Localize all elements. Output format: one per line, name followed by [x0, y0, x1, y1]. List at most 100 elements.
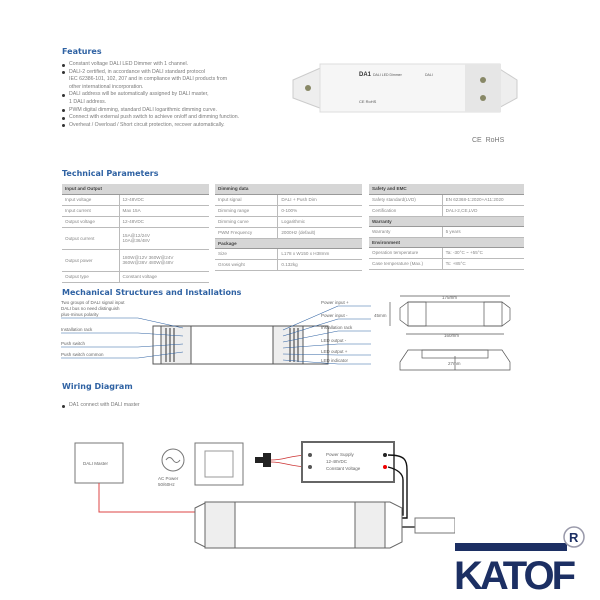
mech-label: Power input + [321, 300, 349, 305]
section-header: Environment [369, 237, 524, 248]
param-name: Input voltage [62, 194, 120, 206]
section-header: Input and Output [62, 184, 209, 195]
section-header: Warranty [369, 216, 524, 227]
param-name: Operation temperature [369, 247, 443, 259]
mech-label: DALI bus no need distinguish [61, 306, 120, 311]
feature-item: Connect with external push switch to ach… [62, 114, 239, 122]
psu-label: Power Supply [326, 452, 355, 457]
param-value: DALI + Push Dim [277, 194, 362, 206]
certification-marks: CE RoHS [472, 137, 505, 144]
wiring-heading: Wiring Diagram [62, 382, 133, 391]
param-value: 15A@12/24V 10A@36/48V [119, 227, 209, 250]
mech-label: Power input - [321, 313, 348, 318]
product-image: DA1 DALI LED Dimmer DALI CE RoHS [292, 63, 518, 113]
features-heading: Features [62, 47, 102, 56]
section-header: Dimming data [215, 184, 362, 195]
param-value: Tc: +85°C [442, 258, 524, 270]
param-name: Size [215, 248, 279, 260]
mech-label: Installation rack [321, 325, 353, 330]
katof-logo: KATOF R [454, 526, 585, 597]
dimension-drawing: 175mm 45mm 160mm 27mm [374, 295, 511, 371]
param-value: L178 x W150 x H38mm [277, 248, 362, 260]
mech-label: Installation rack [61, 327, 93, 332]
param-value: 0.132kg [277, 259, 362, 271]
wiring-diagram: DALI Master AC Power 50/60Hz Power Suppl… [74, 441, 455, 549]
product-brand: DALI [425, 73, 433, 77]
feature-item: IEC 62386-101, 102, 207 and in complianc… [69, 76, 228, 83]
param-name: Dimming range [215, 205, 279, 217]
param-name: Dimming curve [215, 216, 279, 228]
param-value: DALI-2,CE,LVD [442, 205, 524, 217]
section-header: Safety and EMC [369, 184, 524, 195]
dim-height: 27mm [448, 361, 461, 366]
mech-label: Push switch [61, 341, 86, 346]
param-value: 12-48VDC [119, 194, 209, 206]
features-list: Constant voltage DALI LED Dimmer with 1 … [62, 61, 239, 129]
feature-item: DALI-2 certified, in accordance with DAL… [62, 69, 239, 77]
dim-length: 175mm [442, 295, 457, 300]
psu-voltage: 12-48VDC [326, 459, 348, 464]
wiring-bullet: DA1 connect with DALI master [62, 402, 140, 410]
param-name: Gross weight [215, 259, 279, 271]
param-name: Output type [62, 271, 120, 283]
mech-label: LED output - [321, 338, 347, 343]
product-name: DALI LED Dimmer [373, 73, 403, 77]
logo-bar [455, 543, 567, 551]
param-value: 12-48VDC [119, 216, 209, 228]
feature-item: PWM digital dimming, standard DALI logar… [62, 107, 239, 115]
param-name: Input signal [215, 194, 279, 206]
mech-heading: Mechanical Structures and Installations [62, 288, 242, 297]
param-value: EN 62368-1:2020+A11:2020 [442, 194, 524, 206]
mech-label: Push switch common [61, 352, 104, 357]
param-value: 5 years [442, 226, 524, 238]
table-row: Safety standard(LVD)EN 62368-1:2020+A11:… [369, 194, 524, 206]
param-value: Constant voltage [119, 271, 209, 283]
feature-item: Constant voltage DALI LED Dimmer with 1 … [62, 61, 239, 69]
param-name: Output voltage [62, 216, 120, 228]
param-name: Output current [62, 227, 120, 250]
registered-mark: R [569, 530, 579, 545]
feature-item: other international incorporation. [69, 83, 144, 90]
param-name: Warranty [369, 226, 443, 238]
psu-type: Constant Voltage [326, 466, 361, 471]
mech-label: plus-minus polarity [61, 312, 99, 317]
mech-label: LED output + [321, 349, 348, 354]
param-name: Case temperature (Max.) [369, 258, 443, 270]
feature-item: 1 DALI address. [69, 98, 107, 105]
tech-heading: Technical Parameters [62, 169, 159, 178]
section-header: Package [215, 238, 362, 249]
ac-frequency-label: 50/60Hz [158, 482, 176, 487]
wiring-note: DA1 connect with DALI master [62, 402, 140, 410]
param-value: 180W@12V 360W@24V 360W@36V 480W@48V [119, 249, 209, 272]
product-cert: CE RoHS [359, 99, 377, 104]
mech-label: Two groups of DALI signal input [61, 300, 125, 305]
product-model: DA1 [359, 72, 372, 78]
dim-hole: 160mm [444, 333, 459, 338]
param-value: Max 15A [119, 205, 209, 217]
param-name: Output power [62, 249, 120, 272]
param-value: 2000Hz (default) [277, 227, 362, 239]
dali-master-label: DALI Master [83, 461, 109, 466]
param-name: Safety standard(LVD) [369, 194, 443, 206]
param-value: Ta: -30°C ~ +55°C [442, 247, 524, 259]
dim-width: 45mm [374, 313, 387, 318]
ac-power-label: AC Power [158, 476, 179, 481]
param-name: Input current [62, 205, 120, 217]
feature-item: DALI address will be automatically assig… [62, 91, 239, 99]
